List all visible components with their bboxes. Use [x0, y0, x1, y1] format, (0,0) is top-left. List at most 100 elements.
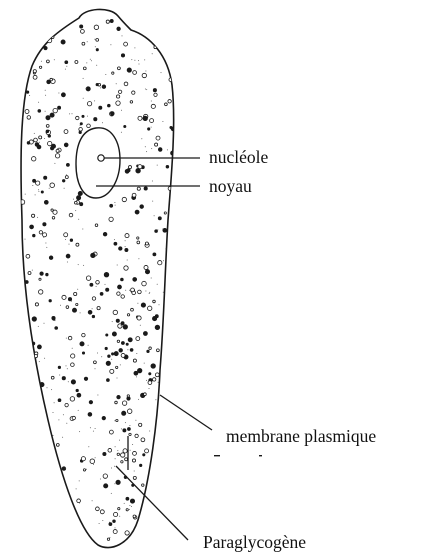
stipple-dot	[25, 239, 26, 240]
granule	[117, 395, 120, 398]
stipple-dot	[88, 446, 89, 447]
granule	[77, 393, 81, 397]
stipple-dot	[44, 323, 45, 324]
granule	[41, 191, 43, 193]
granule	[153, 89, 156, 92]
nucleus-outline	[76, 128, 120, 198]
granule	[137, 368, 141, 372]
granule	[61, 93, 65, 97]
granule	[113, 520, 116, 523]
granule	[87, 124, 91, 128]
stipple-dot	[49, 188, 50, 189]
granule	[90, 459, 95, 464]
granule	[34, 138, 38, 142]
granule	[140, 205, 144, 209]
granule	[158, 217, 161, 220]
granule	[151, 364, 156, 369]
granule	[95, 224, 98, 227]
granule	[46, 116, 50, 120]
stipple-dot	[109, 537, 110, 538]
stipple-dot	[158, 382, 159, 383]
stipple-dot	[144, 363, 145, 364]
granule	[106, 288, 109, 291]
granule	[40, 272, 43, 275]
stipple-dot	[41, 61, 42, 62]
granule	[80, 29, 84, 33]
granule	[114, 512, 118, 516]
granule	[122, 197, 126, 201]
granule	[39, 66, 41, 68]
stipple-dot	[24, 203, 25, 204]
granule	[77, 196, 81, 200]
stipple-dot	[47, 387, 48, 388]
stipple-dot	[114, 420, 115, 421]
granule	[103, 452, 106, 455]
stipple-dot	[151, 148, 152, 149]
stipple-dot	[97, 353, 98, 354]
granule	[140, 464, 142, 466]
stipple-dot	[121, 132, 122, 133]
granule	[31, 157, 35, 161]
stipple-dot	[111, 359, 112, 360]
stipple-dot	[73, 199, 74, 200]
granule	[27, 116, 31, 120]
granule	[121, 295, 125, 299]
granule	[144, 265, 148, 269]
stipple-dot	[92, 308, 93, 309]
membrane-plasmique-label: membrane plasmique	[226, 426, 376, 446]
granule	[28, 271, 31, 274]
stipple-dot	[79, 480, 80, 481]
stipple-dot	[134, 471, 135, 472]
granule	[131, 308, 134, 311]
stipple-dot	[134, 60, 135, 61]
granule	[44, 176, 47, 179]
stipple-dot	[66, 66, 67, 67]
granule	[125, 234, 129, 238]
stipple-dot	[93, 431, 94, 432]
granule	[38, 110, 41, 113]
granule	[72, 308, 76, 312]
stipple-dot	[44, 358, 45, 359]
stipple-dot	[34, 133, 35, 134]
stipple-dot	[86, 469, 87, 470]
granule	[71, 363, 75, 367]
granule	[96, 49, 98, 51]
stipple-dot	[95, 368, 96, 369]
granule	[26, 254, 30, 258]
stipple-dot	[62, 437, 63, 438]
granule	[96, 507, 100, 511]
stipple-dot	[149, 292, 150, 293]
stipple-dot	[129, 505, 130, 506]
granule	[124, 42, 128, 46]
stipple-dot	[136, 376, 137, 377]
stipple-dot	[58, 93, 59, 94]
granule	[33, 234, 36, 237]
stipple-dot	[149, 293, 150, 294]
stipple-dot	[121, 325, 122, 326]
granule	[27, 142, 30, 145]
granule	[123, 325, 127, 329]
nucleolus	[98, 155, 104, 161]
granule	[143, 332, 147, 336]
granule	[151, 104, 155, 108]
granule	[111, 353, 113, 355]
granule	[113, 530, 117, 534]
stipple-dot	[151, 127, 152, 128]
stipple-dot	[132, 444, 133, 445]
granule	[126, 343, 128, 345]
granule	[106, 361, 110, 365]
granule	[83, 67, 86, 70]
stipple-dot	[136, 353, 137, 354]
granule	[148, 381, 152, 385]
granule	[86, 87, 90, 91]
stipple-dot	[105, 284, 106, 285]
granule	[92, 315, 95, 318]
stipple-dot	[101, 356, 102, 357]
granule	[127, 409, 132, 414]
granule	[165, 103, 168, 106]
stipple-dot	[53, 412, 54, 413]
granule	[33, 70, 36, 73]
granule	[121, 453, 125, 457]
stipple-dot	[146, 380, 147, 381]
